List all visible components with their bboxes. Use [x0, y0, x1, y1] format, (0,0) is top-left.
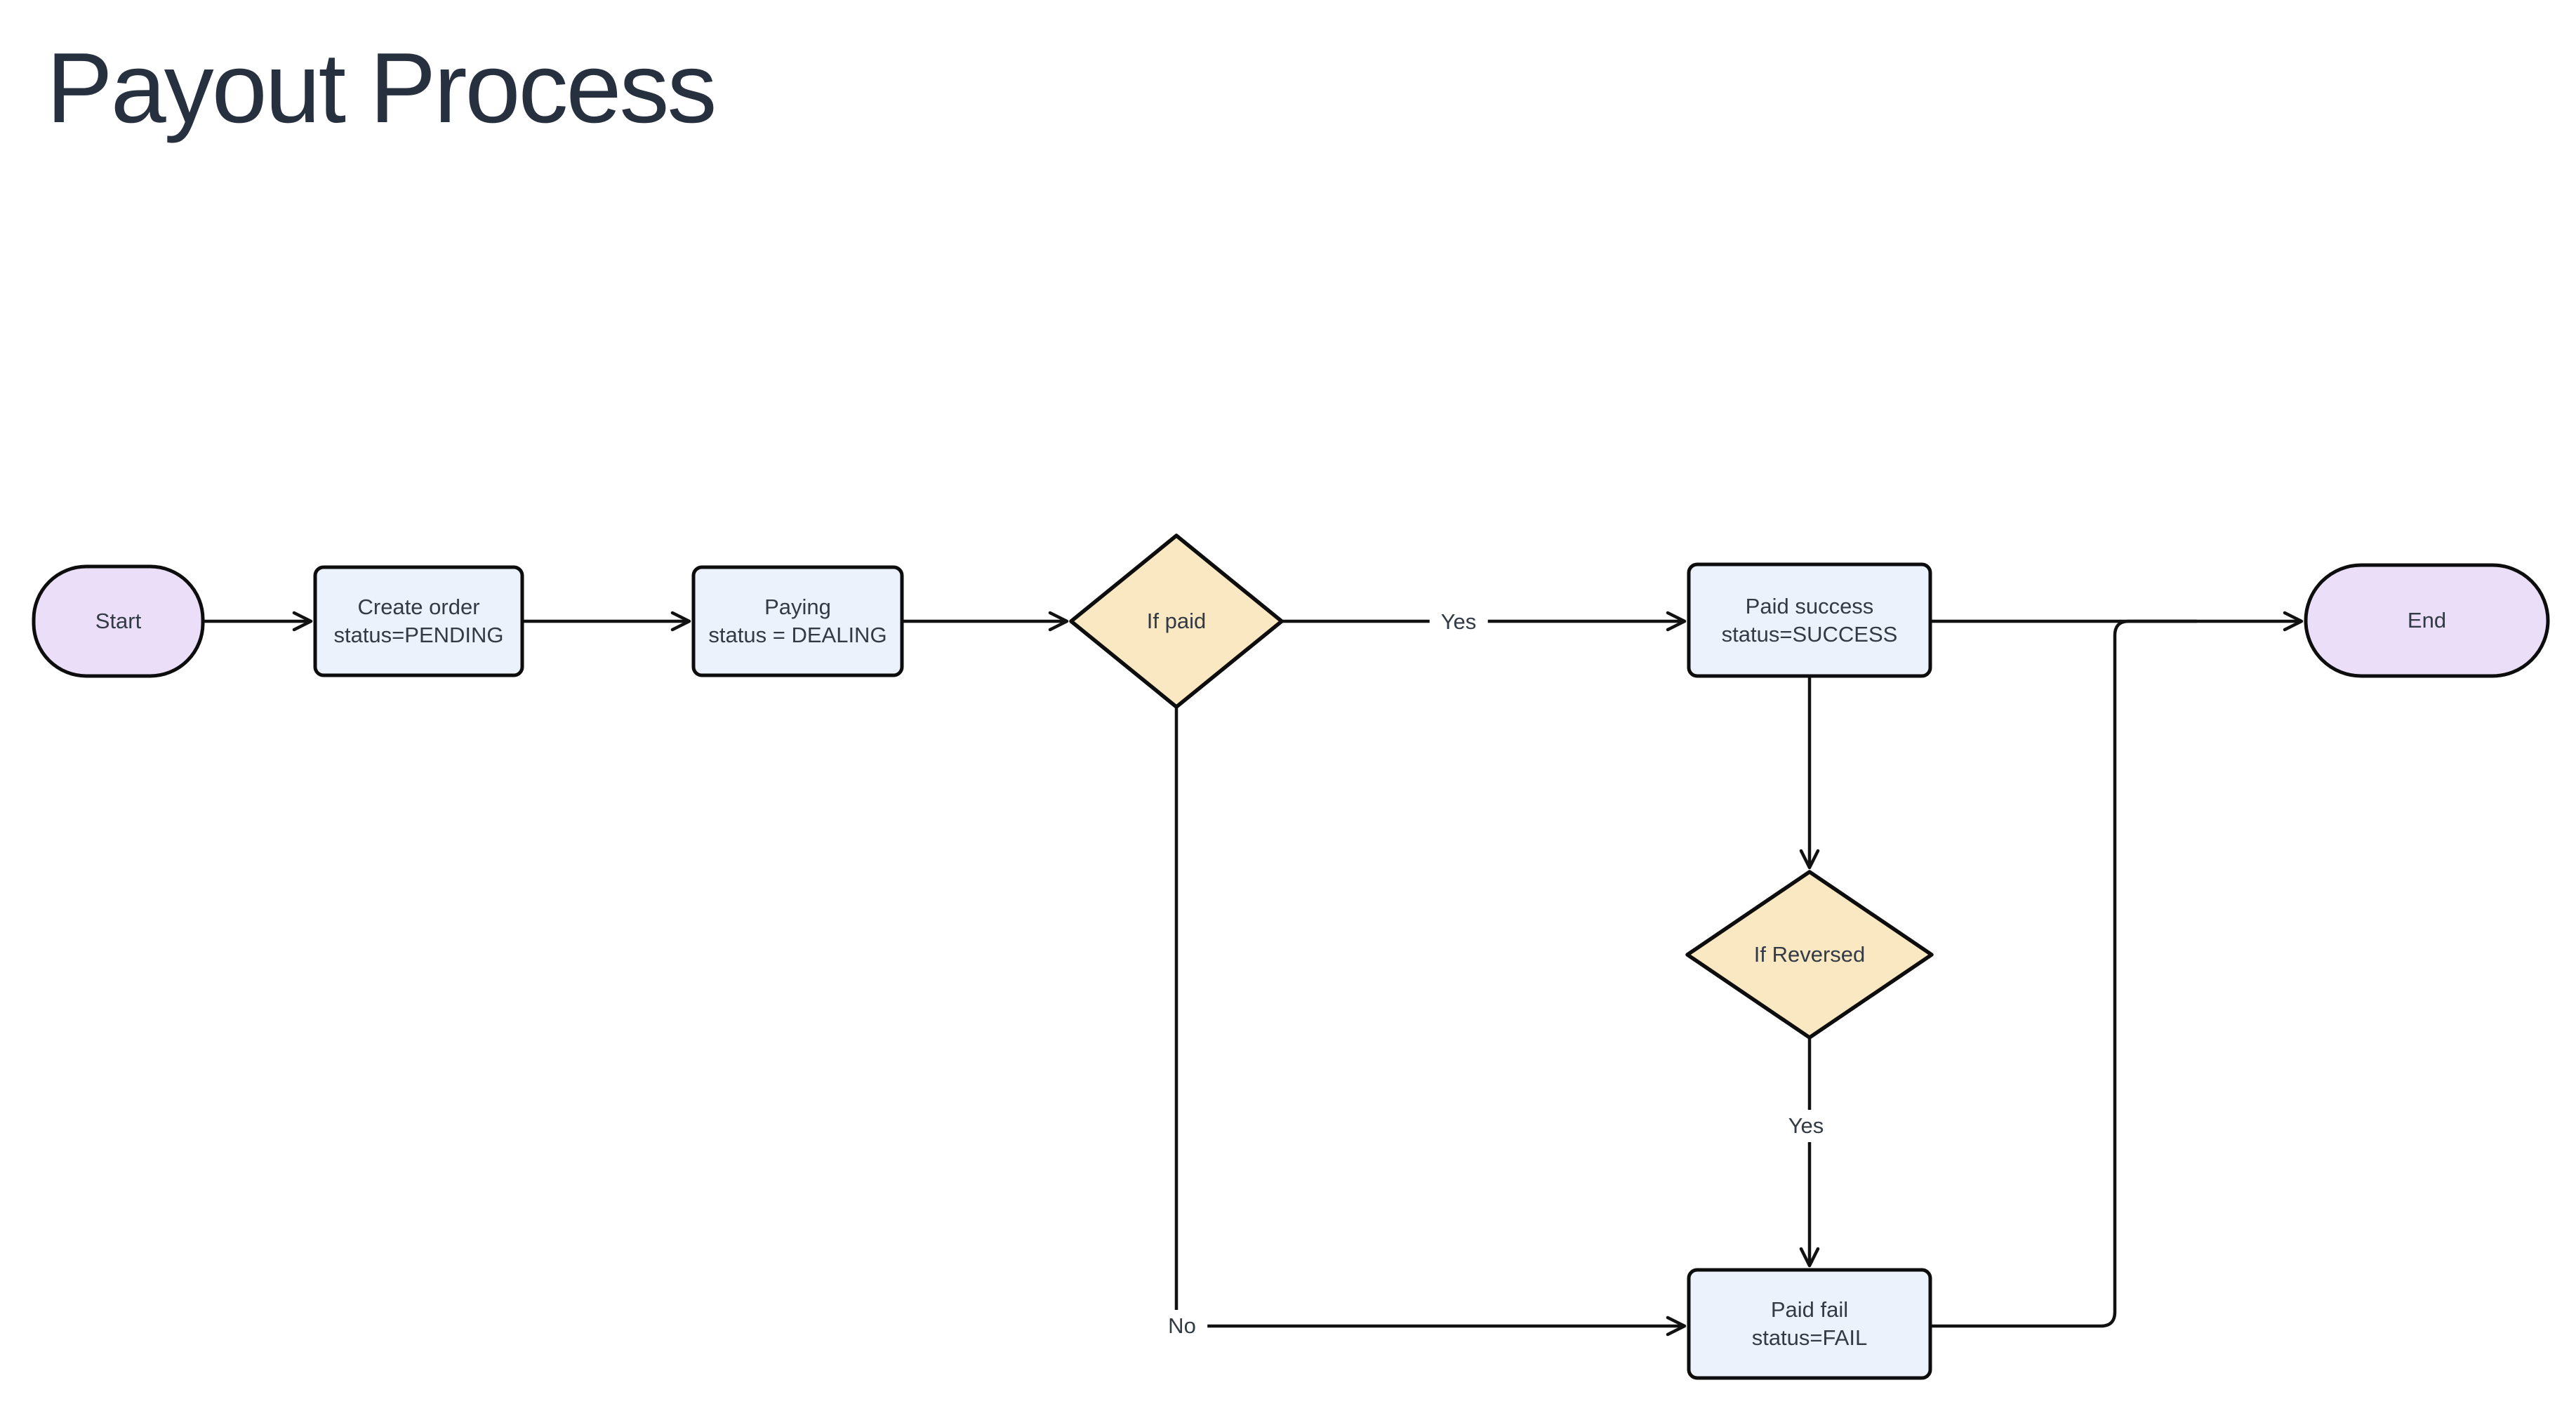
node-if-reversed-label: If Reversed — [1753, 942, 1866, 967]
node-end-label: End — [2407, 608, 2447, 632]
edge-paid-fail-to-end — [1932, 619, 2197, 1328]
node-create-order-shape — [313, 565, 524, 677]
edge-label-if-reversed-yes: Yes — [1777, 1110, 1835, 1142]
node-start-label: Start — [95, 609, 142, 633]
diagram-title: Payout Process — [46, 32, 717, 144]
node-create-order-label: Create order status=PENDING — [333, 595, 504, 647]
node-if-reversed-shape — [1685, 870, 1934, 1040]
node-paid-fail-label: Paid fail status=FAIL — [1751, 1297, 1868, 1350]
node-start-shape — [32, 564, 205, 678]
node-paid-success-label: Paid success status=SUCCESS — [1721, 593, 1898, 647]
node-if-paid-label: If paid — [1146, 609, 1207, 633]
node-paying-shape — [691, 565, 904, 677]
edge-label-if-paid-no: No — [1157, 1310, 1207, 1342]
edge-label-if-paid-yes: Yes — [1429, 606, 1488, 638]
edge-if-paid-no-to-paid-fail — [1174, 707, 1687, 1337]
node-if-paid-shape — [1069, 534, 1284, 709]
node-paying-label: Paying status = DEALING — [708, 595, 887, 647]
node-paid-success-shape — [1687, 562, 1932, 678]
node-paid-fail-shape — [1687, 1268, 1932, 1380]
node-end-shape — [2304, 563, 2550, 678]
edge-group — [203, 611, 2304, 1337]
node-group — [32, 534, 2550, 1380]
